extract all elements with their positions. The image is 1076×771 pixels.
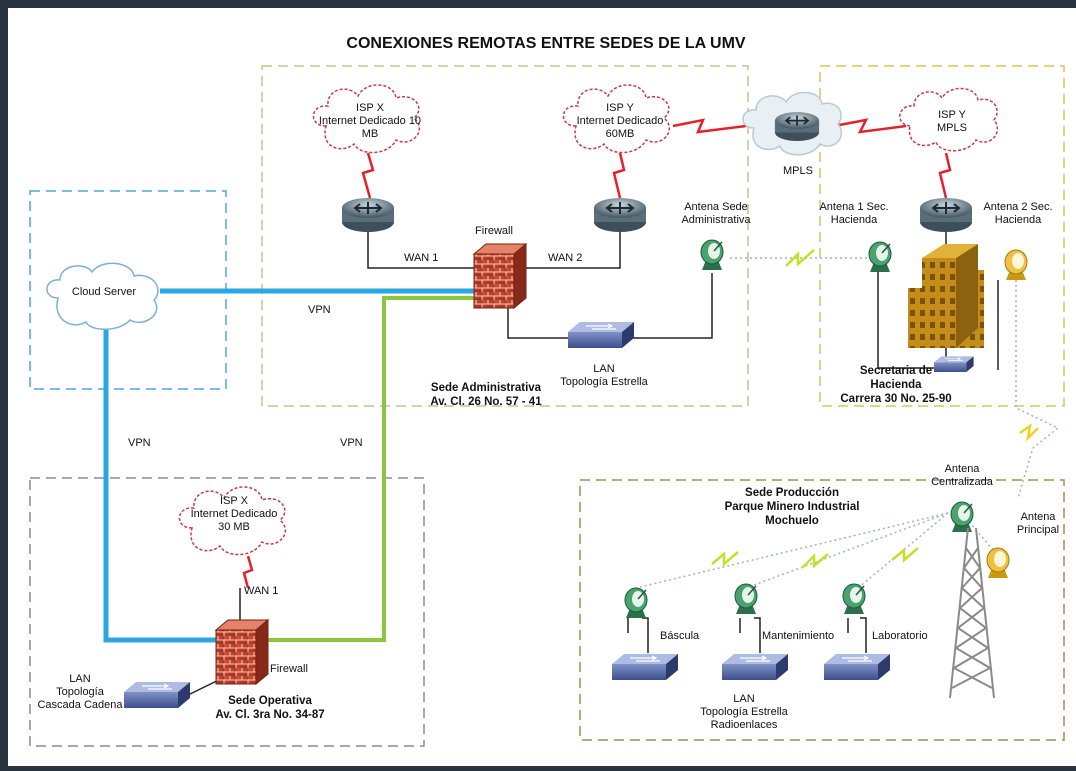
wan2-admin-label: WAN 2 [548, 252, 582, 264]
secretaria-hacienda-zone [819, 65, 1065, 407]
antenna-principal-line1: Antena [1021, 511, 1057, 523]
antenna-1-hacienda-icon [868, 241, 892, 273]
sede-operativa-name: Sede Operativa [228, 695, 312, 707]
firewall-admin-label: Firewall [475, 225, 513, 237]
vpn-label-top: VPN [308, 304, 331, 316]
switch-lan-admin [567, 321, 635, 349]
lan-prod-line1: LAN [733, 693, 754, 705]
diagram-canvas: CONEXIONES REMOTAS ENTRE SEDES DE LA UMV [8, 8, 1076, 766]
sede-produccion-line3: Mochuelo [765, 515, 819, 527]
isp-y-mpls-cloud [899, 87, 999, 152]
firewall-admin-icon [473, 243, 527, 309]
lan-prod-line2: Topología Estrella [700, 706, 788, 718]
antenna-1-line2: Hacienda [831, 214, 878, 226]
lan-op-line3: Cascada Cadena [37, 699, 123, 711]
lan-admin-line1: LAN [593, 363, 614, 375]
antenna-principal-icon [986, 547, 1010, 578]
hacienda-address: Carrera 30 No. 25-90 [840, 393, 951, 405]
laboratorio-label: Laboratorio [872, 630, 928, 642]
antenna-admin-line1: Antena Sede [684, 201, 748, 213]
vpn-label-left: VPN [128, 437, 151, 449]
sede-operativa-zone [29, 477, 425, 747]
antenna-laboratorio-icon [842, 583, 866, 615]
hacienda-name-line1: Secretaria de [860, 365, 932, 377]
router-hacienda [919, 197, 973, 233]
lan-op-line1: LAN [69, 673, 90, 685]
router-wan1-admin [341, 197, 395, 233]
sede-admin-address: Av. Cl. 26 No. 57 - 41 [430, 396, 542, 408]
isp-x-admin-line3: MB [362, 128, 379, 140]
cloud-server-icon [46, 262, 159, 330]
mpls-cloud-icon [742, 91, 843, 156]
isp-x-admin-line2: Internet Dedicado 10 [319, 115, 421, 127]
antenna-admin-line2: Administrativa [681, 214, 751, 226]
isp-y-admin-line2: Internet Dedicado [577, 115, 664, 127]
hacienda-name-line2: Hacienda [870, 379, 922, 391]
isp-y-mpls-line2: MPLS [937, 122, 967, 134]
building-icon [908, 244, 984, 348]
antenna-centralizada-line1: Antena [945, 463, 981, 475]
radio-tower-icon [949, 527, 995, 699]
isp-y-admin-line3: 60MB [606, 128, 635, 140]
sede-produccion-line2: Parque Minero Industrial [725, 501, 860, 513]
bascula-label: Báscula [660, 630, 700, 642]
antenna-2-hacienda-icon [1004, 249, 1028, 280]
isp-x-op-line1: ISP X [220, 495, 249, 507]
antenna-2-line1: Antena 2 Sec. [983, 201, 1052, 213]
switch-mantenimiento [721, 653, 789, 681]
isp-x-admin-line1: ISP X [356, 102, 385, 114]
switch-bascula [611, 653, 679, 681]
antenna-1-line1: Antena 1 Sec. [819, 201, 888, 213]
antenna-sede-administrativa-icon [700, 239, 724, 271]
connections [103, 118, 1060, 697]
isp-x-cloud-admin [312, 84, 421, 154]
isp-y-mpls-line1: ISP Y [938, 109, 966, 121]
antenna-2-line2: Hacienda [995, 214, 1042, 226]
isp-x-cloud-operativa [178, 486, 287, 556]
sede-administrativa-zone [261, 65, 749, 407]
antenna-bascula-icon [624, 587, 648, 619]
isp-x-op-line3: 30 MB [218, 521, 250, 533]
network-diagram: CONEXIONES REMOTAS ENTRE SEDES DE LA UMV [29, 35, 1065, 747]
isp-y-cloud-admin [562, 84, 671, 154]
router-wan2-admin [593, 197, 647, 233]
cloud-server-label: Cloud Server [72, 286, 137, 298]
diagram-title: CONEXIONES REMOTAS ENTRE SEDES DE LA UMV [346, 35, 745, 52]
sede-produccion-line1: Sede Producción [745, 487, 839, 499]
antenna-mantenimiento-icon [734, 583, 758, 615]
sede-produccion-zone [579, 479, 1065, 741]
wan1-admin-label: WAN 1 [404, 252, 438, 264]
lan-prod-line3: Radioenlaces [711, 719, 778, 731]
sede-operativa-address: Av. Cl. 3ra No. 34-87 [215, 709, 324, 721]
lan-admin-line2: Topología Estrella [560, 376, 648, 388]
sede-admin-name: Sede Administrativa [431, 382, 542, 394]
mantenimiento-label: Mantenimiento [762, 630, 834, 642]
firewall-operativa-icon [215, 619, 269, 685]
firewall-op-label: Firewall [270, 663, 308, 675]
isp-y-admin-line1: ISP Y [606, 102, 634, 114]
isp-x-op-line2: Internet Dedicado [191, 508, 278, 520]
switch-hacienda [933, 356, 974, 373]
vpn-label-middle: VPN [340, 437, 363, 449]
antenna-centralizada-icon [950, 501, 974, 533]
mpls-label: MPLS [783, 165, 813, 177]
switch-lan-operativa [123, 681, 191, 709]
wan1-op-label: WAN 1 [244, 585, 278, 597]
switch-laboratorio [823, 653, 891, 681]
antenna-principal-line2: Principal [1017, 524, 1059, 536]
antenna-centralizada-line2: Centralizada [931, 476, 994, 488]
labels: ISP X Internet Dedicado 10 MB ISP Y Inte… [37, 102, 1059, 731]
lan-op-line2: Topología [56, 686, 105, 698]
